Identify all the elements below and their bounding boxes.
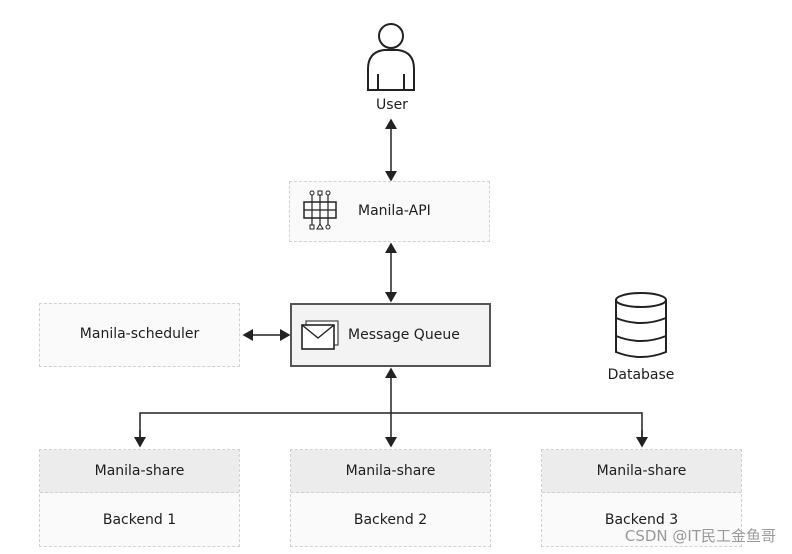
share-title: Manila-share: [94, 463, 185, 479]
share-header: [291, 450, 490, 493]
share-header: [542, 450, 741, 493]
database-label: Database: [607, 367, 675, 383]
branch-line: [139, 412, 643, 446]
manila-scheduler-label: Manila-scheduler: [79, 326, 200, 342]
database-icon: [615, 292, 667, 358]
share-title: Manila-share: [596, 463, 687, 479]
manila-api-node: Manila-API: [289, 181, 490, 242]
user-icon: [367, 23, 415, 91]
watermark: CSDN @IT民工金鱼哥: [624, 527, 776, 545]
share-header: [40, 450, 239, 493]
backend-node-2: Manila-share Backend 2: [290, 449, 491, 547]
backend-label: Backend 2: [353, 512, 428, 528]
manila-scheduler-node: Manila-scheduler: [39, 303, 240, 367]
envelope-icon: [301, 320, 339, 350]
backend-label: Backend 1: [102, 512, 177, 528]
user-label: User: [376, 97, 408, 113]
api-icon: [303, 190, 337, 230]
backend-node-3: Manila-share Backend 3: [541, 449, 742, 547]
message-queue-label: Message Queue: [348, 327, 460, 343]
message-queue-node: Message Queue: [290, 303, 491, 367]
backend-label: Backend 3: [604, 512, 679, 528]
manila-api-label: Manila-API: [358, 203, 431, 219]
share-title: Manila-share: [345, 463, 436, 479]
backend-node-1: Manila-share Backend 1: [39, 449, 240, 547]
